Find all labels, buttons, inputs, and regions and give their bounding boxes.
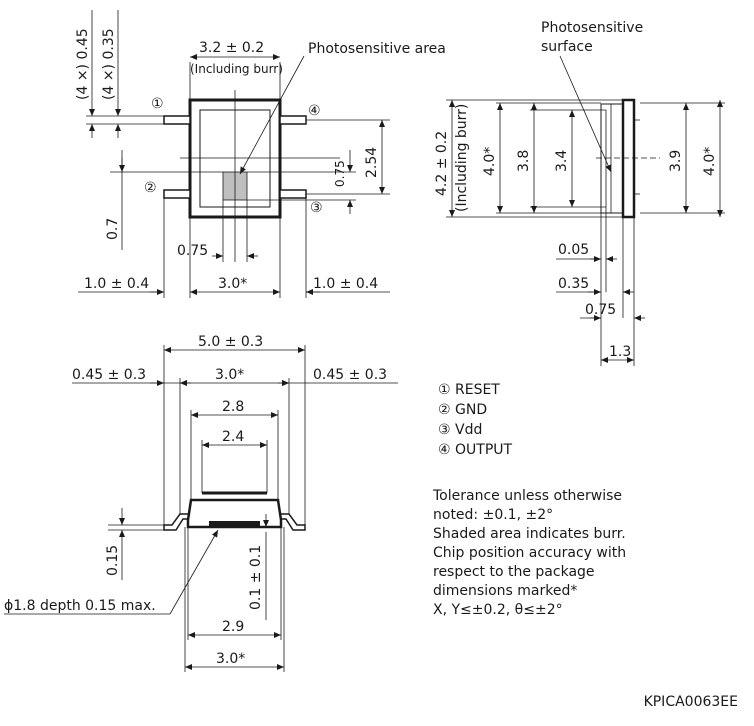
- bottom-dim-total: 5.0 ± 0.3: [198, 334, 263, 350]
- side-package-body: [621, 98, 636, 219]
- pin-legend: ① RESET ② GND ③ Vdd ④ OUTPUT: [438, 380, 512, 460]
- top-dim-bottom-075: 0.75: [177, 243, 208, 259]
- top-dim-center: 3.0*: [218, 276, 247, 292]
- side-dim-34: 3.4: [554, 150, 570, 172]
- bottom-lead-left: [163, 513, 188, 531]
- top-dim-pin-width-1: (4 ×) 0.45: [75, 28, 91, 100]
- side-dim-height-note: (Including burr): [454, 104, 470, 212]
- pin-2-shape: [163, 189, 191, 199]
- side-dim-005: 0.05: [558, 242, 589, 258]
- bottom-dim-30b: 3.0*: [216, 651, 245, 667]
- bottom-dim-left: 0.45 ± 0.3: [72, 367, 146, 383]
- note-line: Shaded area indicates burr.: [433, 526, 626, 542]
- bottom-dim-015: 0.15: [105, 545, 121, 576]
- note-line: dimensions marked*: [433, 583, 578, 599]
- side-dim-13: 1.3: [609, 344, 631, 360]
- note-line: Chip position accuracy with: [433, 545, 627, 561]
- bottom-dim-29: 2.9: [222, 619, 244, 635]
- bottom-dim-hole: ϕ1.8 depth 0.15 max.: [4, 598, 156, 614]
- top-dim-left-07: 0.7: [105, 218, 121, 240]
- bottom-dim-24: 2.4: [222, 429, 244, 445]
- side-dim-035: 0.35: [558, 276, 589, 292]
- top-view: 3.2 ± 0.2 (Including burr) Photosensitiv…: [75, 10, 446, 298]
- bottom-dim-right: 0.45 ± 0.3: [313, 367, 387, 383]
- top-dim-width: 3.2 ± 0.2: [199, 40, 264, 56]
- side-dim-height: 4.2 ± 0.2: [434, 131, 450, 196]
- side-view: Photosensitive surface 4.2 ± 0.2 (Includ…: [434, 20, 725, 366]
- top-dim-right: 1.0 ± 0.4: [313, 276, 378, 292]
- photosensitive-surface-label-1: Photosensitive: [541, 20, 643, 36]
- legend-item-vdd: ③ Vdd: [438, 422, 483, 438]
- tolerance-notes: Tolerance unless otherwise noted: ±0.1, …: [433, 487, 733, 620]
- pin-4-shape: [279, 115, 307, 125]
- pin-1-shape: [163, 115, 191, 125]
- photosensitive-area-label: Photosensitive area: [308, 41, 446, 57]
- pin-1-label: ①: [151, 96, 164, 112]
- side-dim-38: 3.8: [516, 150, 532, 172]
- legend-item-gnd: ② GND: [438, 402, 488, 418]
- side-dim-4-right: 4.0*: [702, 147, 718, 176]
- bottom-view: 5.0 ± 0.3 0.45 ± 0.3 3.0* 0.45 ± 0.3 2.8…: [4, 334, 398, 672]
- note-line: X, Y≤±0.2, θ≤±2°: [433, 602, 563, 618]
- bottom-hole: [209, 521, 260, 527]
- bottom-dim-28: 2.8: [222, 399, 244, 415]
- pin-3-shape: [279, 189, 307, 199]
- top-dim-pin-pitch: 2.54: [364, 147, 380, 178]
- legend-item-output: ④ OUTPUT: [438, 442, 513, 458]
- drawing-code: KPICA0063EE: [643, 694, 738, 710]
- top-dim-chip: 0.75: [333, 160, 347, 187]
- side-dim-075: 0.75: [585, 302, 616, 318]
- side-window: [600, 103, 624, 214]
- bottom-lead-right: [281, 513, 306, 531]
- top-dim-pin-width-2: (4 ×) 0.35: [101, 28, 117, 100]
- top-dim-width-note: (Including burr): [190, 62, 283, 76]
- bottom-dim-center: 3.0*: [215, 367, 244, 383]
- note-line: noted: ±0.1, ±2°: [433, 507, 554, 523]
- pin-4-label: ④: [308, 103, 321, 119]
- top-dim-left: 1.0 ± 0.4: [84, 276, 149, 292]
- pin-3-label: ③: [310, 200, 323, 216]
- legend-item-reset: ① RESET: [438, 382, 500, 398]
- note-line: respect to the package: [433, 564, 595, 580]
- photosensitive-surface-label-2: surface: [541, 39, 593, 55]
- bottom-dim-01: 0.1 ± 0.1: [248, 545, 264, 610]
- side-dim-39: 3.9: [668, 150, 684, 172]
- side-dim-4-left: 4.0*: [482, 147, 498, 176]
- note-line: Tolerance unless otherwise: [433, 488, 623, 504]
- pin-2-label: ②: [144, 180, 157, 196]
